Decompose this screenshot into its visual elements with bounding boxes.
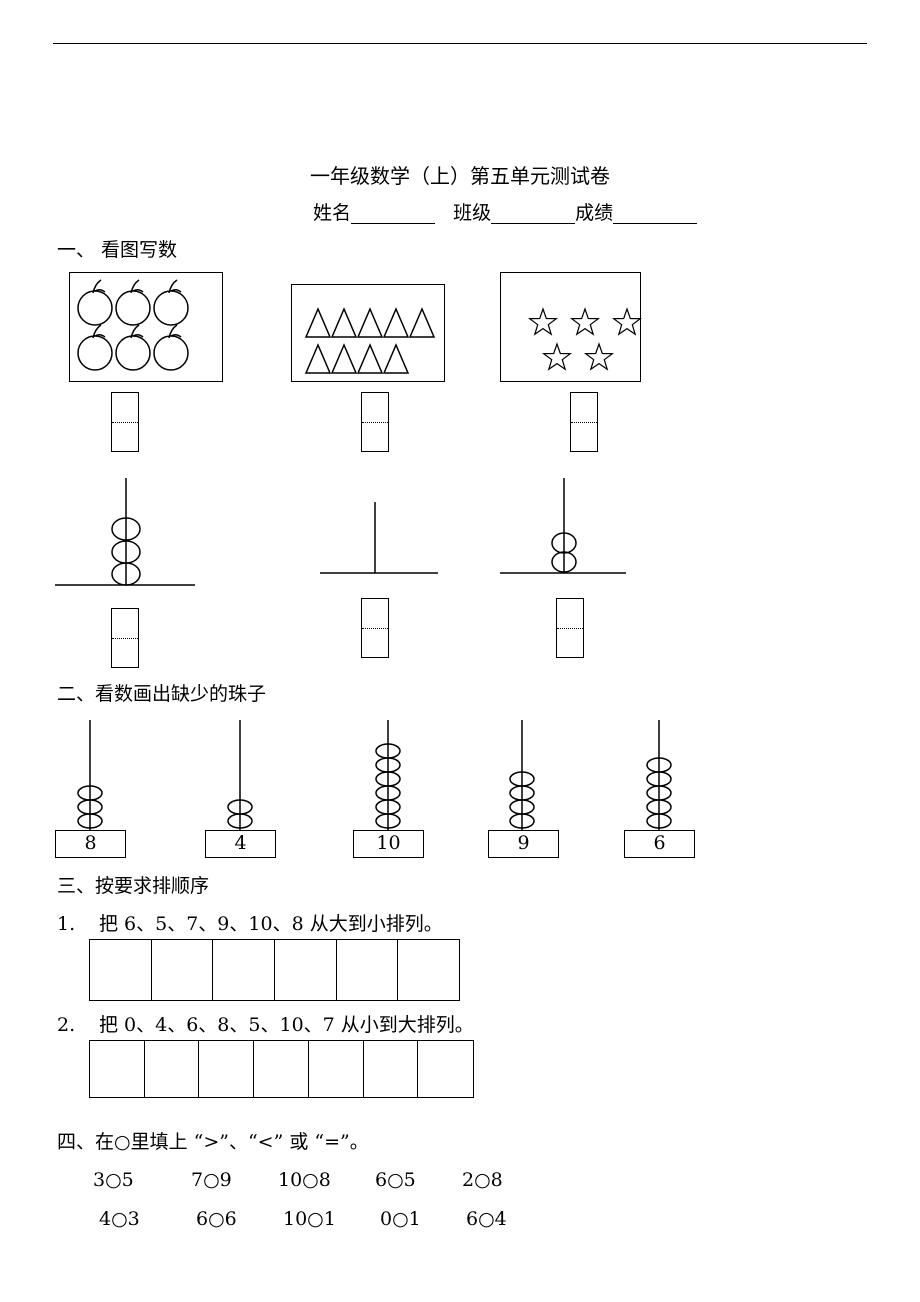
- stars-icon: [527, 307, 643, 371]
- abacus-number-1: 8: [55, 830, 126, 858]
- answer-cell[interactable]: [90, 940, 152, 1000]
- q2-number: 2.: [57, 1014, 76, 1036]
- q2-text: 把 0、4、6、8、5、10、7 从小到大排列。: [99, 1014, 474, 1036]
- bead: [111, 562, 141, 586]
- compare-item[interactable]: 4○3: [99, 1208, 140, 1230]
- stars-frame: [500, 272, 643, 382]
- abacus-number-5: 6: [624, 830, 695, 858]
- bead: [551, 532, 577, 554]
- compare-item[interactable]: 6○5: [375, 1169, 416, 1191]
- score-blank[interactable]: [613, 205, 698, 224]
- answer-cell[interactable]: [398, 940, 459, 1000]
- answer-box-rod-1[interactable]: [111, 608, 139, 668]
- class-blank[interactable]: [491, 205, 576, 224]
- compare-item[interactable]: 7○9: [191, 1169, 232, 1191]
- answer-cell[interactable]: [309, 1041, 364, 1097]
- compare-item[interactable]: 0○1: [380, 1208, 421, 1230]
- answer-cell[interactable]: [145, 1041, 200, 1097]
- answer-cell[interactable]: [418, 1041, 473, 1097]
- q1-text: 把 6、5、7、9、10、8 从大到小排列。: [99, 913, 443, 935]
- answer-box-rod-2[interactable]: [361, 598, 389, 658]
- abacus-rods: [77, 720, 672, 830]
- answer-cell[interactable]: [152, 940, 214, 1000]
- compare-item[interactable]: 2○8: [462, 1169, 503, 1191]
- answer-cell[interactable]: [199, 1041, 255, 1097]
- student-info-line: 姓名 班级 成绩: [313, 202, 698, 224]
- answer-cell[interactable]: [90, 1041, 145, 1097]
- answer-cell[interactable]: [364, 1041, 419, 1097]
- section3-heading: 三、按要求排顺序: [57, 875, 210, 897]
- compare-item[interactable]: 3○5: [93, 1169, 134, 1191]
- compare-item[interactable]: 10○8: [278, 1169, 331, 1191]
- answer-cell[interactable]: [254, 1041, 309, 1097]
- answer-cell[interactable]: [213, 940, 276, 1000]
- section1-heading: 一、 看图写数: [57, 239, 178, 261]
- section4-heading: 四、在○里填上 “>”、“<” 或 “=”。: [57, 1131, 369, 1153]
- triangles-icon: [304, 307, 436, 374]
- bead: [551, 551, 577, 573]
- q1-number: 1.: [57, 913, 76, 935]
- abacus-number-4: 9: [488, 830, 559, 858]
- name-blank[interactable]: [351, 205, 436, 224]
- answer-box-triangles[interactable]: [361, 392, 389, 452]
- answer-box-apples[interactable]: [111, 392, 139, 452]
- page-title: 一年级数学（上）第五单元测试卷: [310, 164, 610, 188]
- name-label: 姓名: [313, 202, 352, 224]
- bead: [111, 517, 141, 541]
- q2-answer-cells: [89, 1040, 474, 1098]
- apples-icon: [77, 279, 189, 371]
- top-rule: [53, 43, 867, 44]
- abacus-number-3: 10: [353, 830, 424, 858]
- answer-cell[interactable]: [275, 940, 337, 1000]
- compare-item[interactable]: 10○1: [283, 1208, 336, 1230]
- compare-item[interactable]: 6○6: [196, 1208, 237, 1230]
- class-label: 班级: [453, 202, 492, 224]
- answer-cell[interactable]: [337, 940, 399, 1000]
- answer-box-stars[interactable]: [570, 392, 598, 452]
- answer-box-rod-3[interactable]: [556, 598, 584, 658]
- abacus-number-2: 4: [205, 830, 276, 858]
- section2-heading: 二、看数画出缺少的珠子: [57, 683, 267, 705]
- counting-rods: [55, 478, 626, 586]
- score-label: 成绩: [575, 202, 614, 224]
- triangles-frame: [291, 284, 445, 382]
- compare-item[interactable]: 6○4: [466, 1208, 507, 1230]
- apples-frame: [69, 272, 223, 382]
- q1-answer-cells: [89, 939, 460, 1001]
